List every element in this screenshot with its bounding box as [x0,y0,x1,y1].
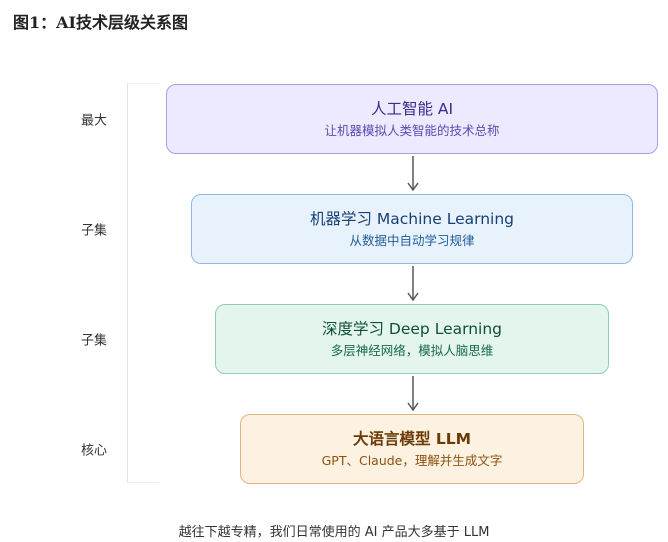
level-label-largest: 最大 [80,113,107,129]
box-machine-learning: 机器学习 Machine Learning 从数据中自动学习规律 [191,194,633,264]
box-large-language-model: 大语言模型 LLM GPT、Claude，理解并生成文字 [240,414,584,484]
figure-title: 图1：AI技术层级关系图 [13,13,189,32]
arrow-down-icon [407,376,419,412]
level-label-subset-dl: 子集 [80,333,107,349]
box-subtitle: 从数据中自动学习规律 [349,232,475,248]
level-label-subset-ml: 子集 [80,223,107,239]
footer-note: 越往下越专精，我们日常使用的 AI 产品大多基于 LLM [178,525,490,540]
box-title: 大语言模型 LLM [352,429,472,448]
box-subtitle: GPT、Claude，理解并生成文字 [321,452,503,468]
arrow-down-icon [407,266,419,302]
box-title: 深度学习 Deep Learning [322,319,502,338]
hierarchy-scale-bracket [127,83,159,483]
box-title: 人工智能 AI [370,99,454,118]
box-deep-learning: 深度学习 Deep Learning 多层神经网络，模拟人脑思维 [215,304,609,374]
arrow-down-icon [407,156,419,192]
box-title: 机器学习 Machine Learning [309,209,515,228]
box-subtitle: 让机器模拟人类智能的技术总称 [324,122,500,138]
level-label-core: 核心 [80,443,107,459]
box-subtitle: 多层神经网络，模拟人脑思维 [330,342,494,358]
box-artificial-intelligence: 人工智能 AI 让机器模拟人类智能的技术总称 [166,84,658,154]
